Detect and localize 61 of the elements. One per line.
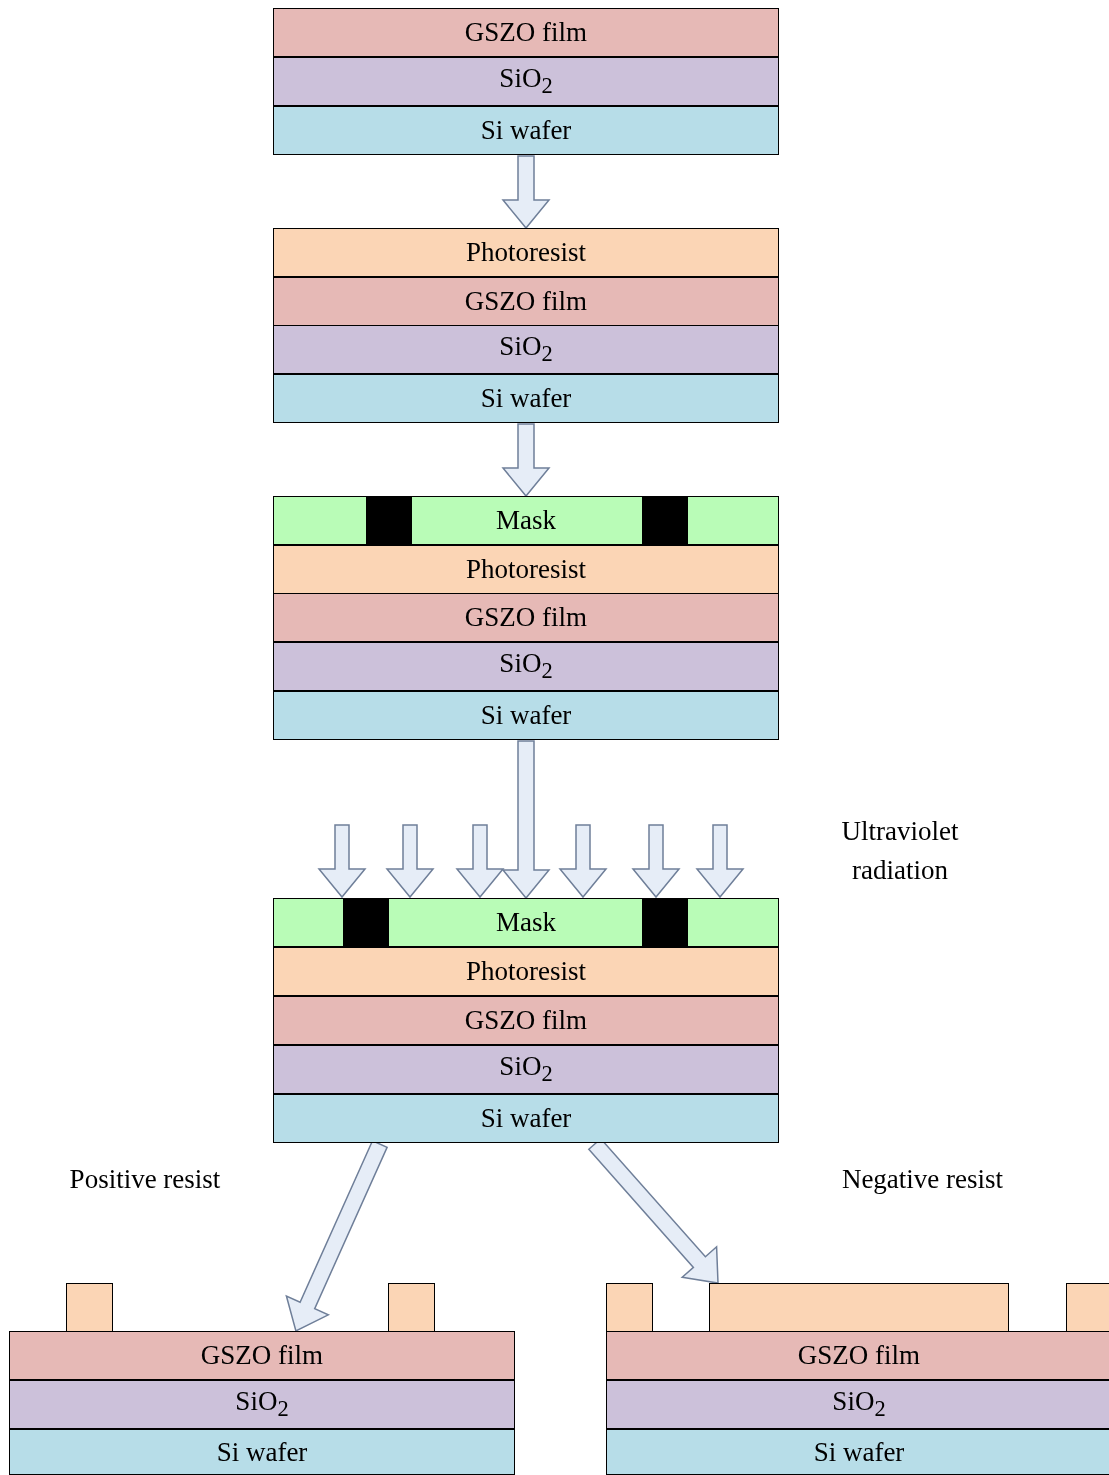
film-layer	[273, 277, 779, 326]
photoresist-pad	[388, 1283, 435, 1332]
layer-label: Si wafer	[216, 1436, 308, 1468]
layer-label: Photoresist	[466, 237, 586, 268]
film-layer	[273, 593, 779, 642]
film-layer	[606, 1331, 1109, 1380]
layer-label: SiO$_{2}$	[499, 1051, 553, 1088]
annotation-label: Negative resist	[840, 1163, 1005, 1196]
layer-label: SiO$_{2}$	[499, 63, 553, 100]
layer-label: GSZO film	[464, 17, 588, 48]
annotation-label: Positive resist	[68, 1163, 222, 1196]
layer-label: Mask	[496, 505, 556, 536]
layer-label: Si wafer	[480, 383, 572, 414]
layer-label: Mask	[496, 907, 556, 938]
photoresist-layer	[273, 228, 779, 277]
wafer-layer	[9, 1429, 515, 1475]
oxide-layer	[273, 1045, 779, 1094]
wafer-layer	[273, 106, 779, 155]
layer-label: Si wafer	[480, 1103, 572, 1134]
film-layer	[273, 996, 779, 1045]
oxide-layer	[273, 57, 779, 106]
layer-label: GSZO film	[200, 1340, 324, 1371]
wafer-layer	[273, 374, 779, 423]
photoresist-layer	[273, 947, 779, 996]
film-layer	[273, 8, 779, 57]
layer-label: GSZO film	[464, 286, 588, 317]
layer-label: Si wafer	[813, 1436, 905, 1468]
layer-label: GSZO film	[464, 1005, 588, 1036]
layer-label: Si wafer	[480, 700, 572, 731]
layer-label: Photoresist	[466, 554, 586, 585]
mask-block	[642, 898, 688, 947]
layer-label: GSZO film	[464, 602, 588, 633]
photoresist-pad	[709, 1283, 1009, 1332]
layer-label: SiO$_{2}$	[832, 1386, 886, 1423]
annotation-label: Ultraviolet radiation	[840, 815, 960, 887]
layer-label: SiO$_{2}$	[499, 331, 553, 368]
wafer-layer	[606, 1429, 1109, 1475]
mask-layer	[273, 898, 779, 947]
mask-block	[642, 496, 688, 545]
film-layer	[9, 1331, 515, 1380]
oxide-layer	[273, 325, 779, 374]
photoresist-pad	[606, 1283, 653, 1332]
mask-layer	[273, 496, 779, 545]
oxide-layer	[9, 1380, 515, 1429]
mask-block	[366, 496, 412, 545]
layer-label: Photoresist	[466, 956, 586, 987]
photoresist-pad	[66, 1283, 113, 1332]
layer-label: SiO$_{2}$	[499, 648, 553, 685]
photoresist-layer	[273, 545, 779, 594]
block-arrow	[501, 423, 551, 498]
mask-block	[343, 898, 389, 947]
layer-label: GSZO film	[797, 1340, 921, 1371]
block-arrow	[501, 155, 551, 230]
oxide-layer	[273, 642, 779, 691]
block-arrow	[501, 740, 551, 900]
oxide-layer	[606, 1380, 1109, 1429]
photoresist-pad	[1066, 1283, 1109, 1332]
layer-label: SiO$_{2}$	[235, 1386, 289, 1423]
wafer-layer	[273, 1094, 779, 1143]
layer-label: Si wafer	[480, 115, 572, 146]
wafer-layer	[273, 691, 779, 740]
